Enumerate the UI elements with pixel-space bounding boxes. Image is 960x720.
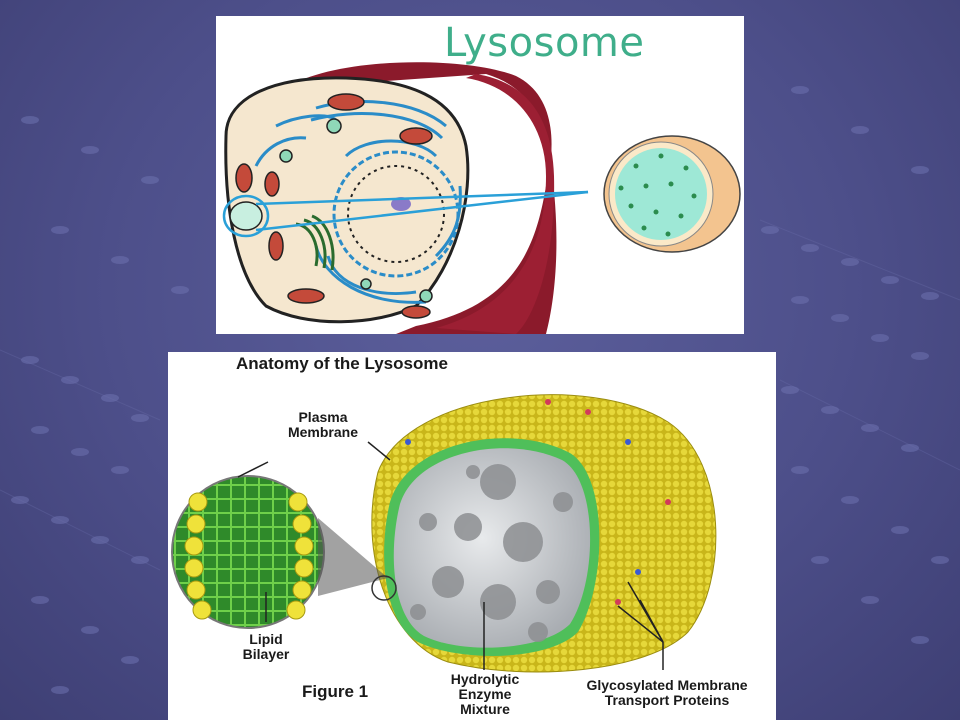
label-line: Lipid [249, 631, 283, 647]
cell-diagram-icon [222, 62, 741, 334]
label-line: Bilayer [242, 646, 290, 662]
lysosome-magnified-icon [603, 135, 741, 253]
label-line: Plasma [298, 409, 348, 425]
label-line: Transport Proteins [604, 692, 730, 708]
label-line: Glycosylated Membrane [586, 677, 748, 693]
label-line: Mixture [460, 701, 510, 717]
label-hydrolytic-enzyme-mixture: Hydrolytic Enzyme Mixture [430, 672, 540, 717]
figure-number-label: Figure 1 [302, 682, 369, 701]
label-lipid-bilayer: Lipid Bilayer [230, 632, 302, 662]
lysosome-anatomy-panel: Anatomy of the Lysosome Plasma Membrane … [168, 352, 776, 720]
label-line: Enzyme [458, 686, 512, 702]
lysosome-anatomy-diagram-icon [171, 394, 717, 673]
label-plasma-membrane: Plasma Membrane [268, 410, 378, 440]
label-line: Membrane [287, 424, 359, 440]
figure-title: Lysosome [444, 20, 645, 66]
label-line: Hydrolytic [450, 671, 520, 687]
lysosome-cell-panel: Lysosome [216, 16, 744, 334]
label-glycosylated-transport-proteins: Glycosylated Membrane Transport Proteins [560, 678, 774, 708]
figure-title: Anatomy of the Lysosome [236, 354, 448, 373]
